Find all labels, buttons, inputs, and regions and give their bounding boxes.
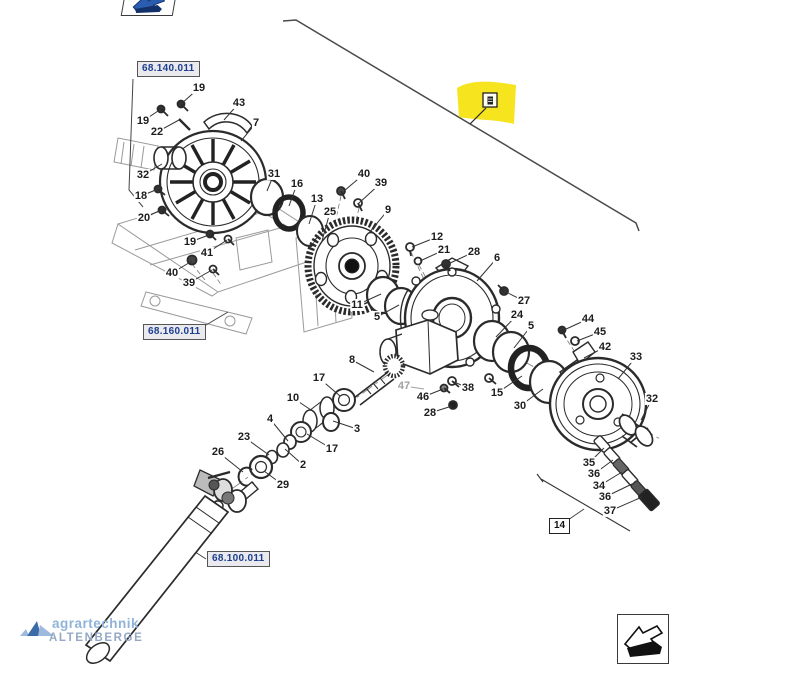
blue-corner-arrow-icon: [132, 0, 166, 13]
spacer-32-right: [618, 413, 654, 448]
seal-16: [272, 194, 306, 232]
ring-31: [249, 177, 285, 217]
watermark-city: ALTENBERGE: [49, 632, 144, 644]
handle-43: [203, 112, 253, 135]
ring-3: [322, 412, 340, 432]
pad-chain: [593, 435, 660, 512]
lower-chain: [237, 388, 356, 487]
ref-box-68-140-011[interactable]: 68.140.011: [137, 61, 200, 77]
u-joint: [193, 469, 259, 513]
reference-line: [282, 19, 640, 232]
ref-box-68-160-011[interactable]: 68.160.011: [143, 324, 206, 340]
group-14-box: 14: [549, 518, 571, 534]
driveshaft: [84, 494, 230, 664]
pulley-33: [548, 356, 648, 452]
pump-block-8: [353, 309, 459, 406]
nav-overview-button[interactable]: [617, 614, 669, 664]
parts: [84, 99, 660, 664]
black-corner-arrow-icon: [623, 624, 664, 657]
ref-box-68-100-011[interactable]: 68.100.011: [207, 551, 270, 567]
watermark-logo: agrartechnik ALTENBERGE: [16, 612, 176, 656]
highlight-flag[interactable]: [457, 81, 516, 125]
watermark-name: agrartechnik: [52, 616, 140, 631]
spacer-32-left: [153, 146, 187, 170]
group-14-bracket: [536, 473, 631, 532]
logo-mark-icon: [20, 621, 54, 636]
nav-previous-button[interactable]: [120, 0, 178, 16]
part-code-icon: [482, 92, 498, 108]
washer-2: [276, 442, 290, 458]
